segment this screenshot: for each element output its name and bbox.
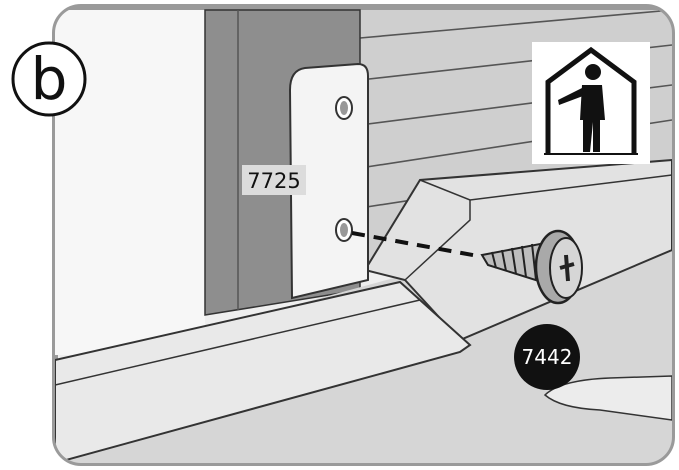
label-7442: 7442 <box>522 345 573 369</box>
person-inside-house-icon <box>532 42 650 164</box>
step-indicator: b <box>13 43 85 115</box>
label-7725: 7725 <box>247 169 300 193</box>
step-letter: b <box>31 45 68 113</box>
